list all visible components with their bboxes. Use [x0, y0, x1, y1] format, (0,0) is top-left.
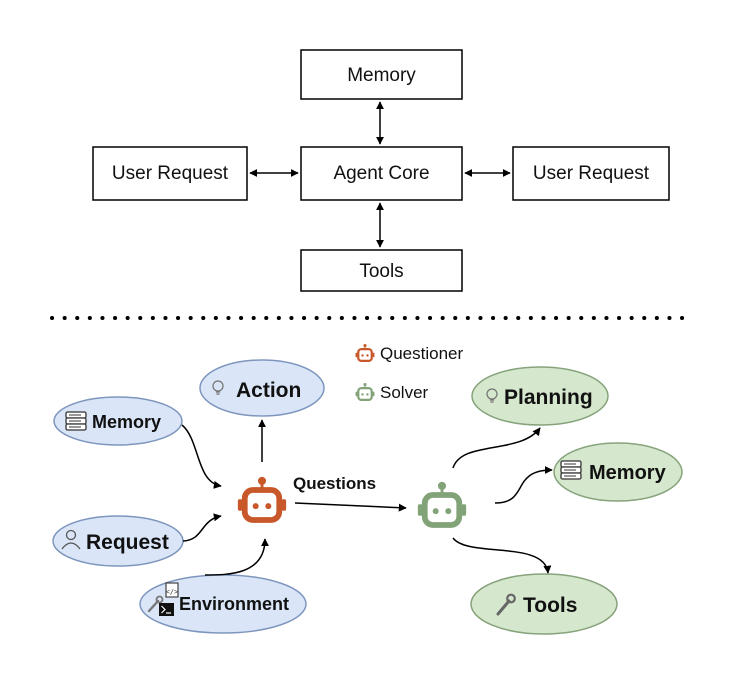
bot-icon: [354, 342, 376, 362]
server-icon: [65, 411, 87, 431]
questions-label: Questions: [293, 474, 376, 493]
node-planning: Planning: [471, 366, 609, 426]
box-user-request-right-label: User Request: [533, 163, 650, 184]
node-environment-label: Environment: [179, 594, 289, 614]
node-memory-input: Memory: [53, 396, 183, 446]
legend: Questioner Solver: [354, 342, 463, 402]
node-memory-output: Memory: [553, 442, 683, 502]
box-tools-label: Tools: [359, 261, 403, 282]
arrow-environment-to-questioner: [204, 538, 269, 576]
node-planning-label: Planning: [504, 386, 593, 409]
svg-text:</>: </>: [166, 588, 179, 596]
node-tools: Tools: [470, 573, 618, 635]
terminal-icon: [159, 603, 174, 616]
box-agent-core-label: Agent Core: [333, 163, 429, 184]
node-action-label: Action: [236, 379, 301, 402]
arrow-solver-to-planning: [452, 427, 541, 469]
arrow-request-to-questioner: [182, 513, 222, 542]
bot-icon: [418, 482, 466, 525]
box-agent-core: Agent Core: [300, 146, 463, 201]
box-user-request-left: User Request: [92, 146, 248, 201]
wrench-icon: [147, 595, 164, 613]
questions-edge: Questions: [293, 474, 407, 512]
arrow-solver-to-tools: [452, 537, 552, 574]
box-memory: Memory: [300, 49, 463, 100]
legend-solver-label: Solver: [380, 383, 429, 402]
questioner-side: Action Memory Request </>: [52, 359, 325, 634]
node-environment: </> Environment: [139, 574, 307, 634]
arrow-questioner-to-solver: [294, 502, 407, 512]
arrow-solver-to-memory: [494, 466, 553, 504]
server-icon: [560, 460, 582, 480]
node-request: Request: [52, 515, 184, 567]
legend-questioner-label: Questioner: [380, 344, 463, 363]
box-user-request-right: User Request: [512, 146, 670, 201]
box-user-request-left-label: User Request: [112, 163, 229, 184]
code-icon: </>: [165, 582, 179, 598]
legend-solver: Solver: [354, 381, 429, 402]
user-icon: [61, 529, 81, 550]
solver-side: Planning Memory Tools: [418, 366, 683, 635]
node-memory-input-label: Memory: [92, 412, 161, 432]
bot-icon: [354, 381, 376, 401]
arrow-memory-to-questioner: [181, 424, 222, 489]
box-memory-label: Memory: [347, 65, 416, 86]
top-architecture-diagram: Memory User Request Agent Core User Requ…: [92, 49, 670, 292]
node-memory-output-label: Memory: [589, 462, 667, 484]
legend-questioner: Questioner: [354, 342, 463, 363]
box-tools: Tools: [300, 249, 463, 292]
node-action: Action: [199, 359, 325, 417]
node-tools-label: Tools: [523, 594, 577, 617]
bot-icon: [238, 477, 286, 520]
node-request-label: Request: [86, 531, 169, 554]
wrench-icon: [496, 593, 516, 616]
